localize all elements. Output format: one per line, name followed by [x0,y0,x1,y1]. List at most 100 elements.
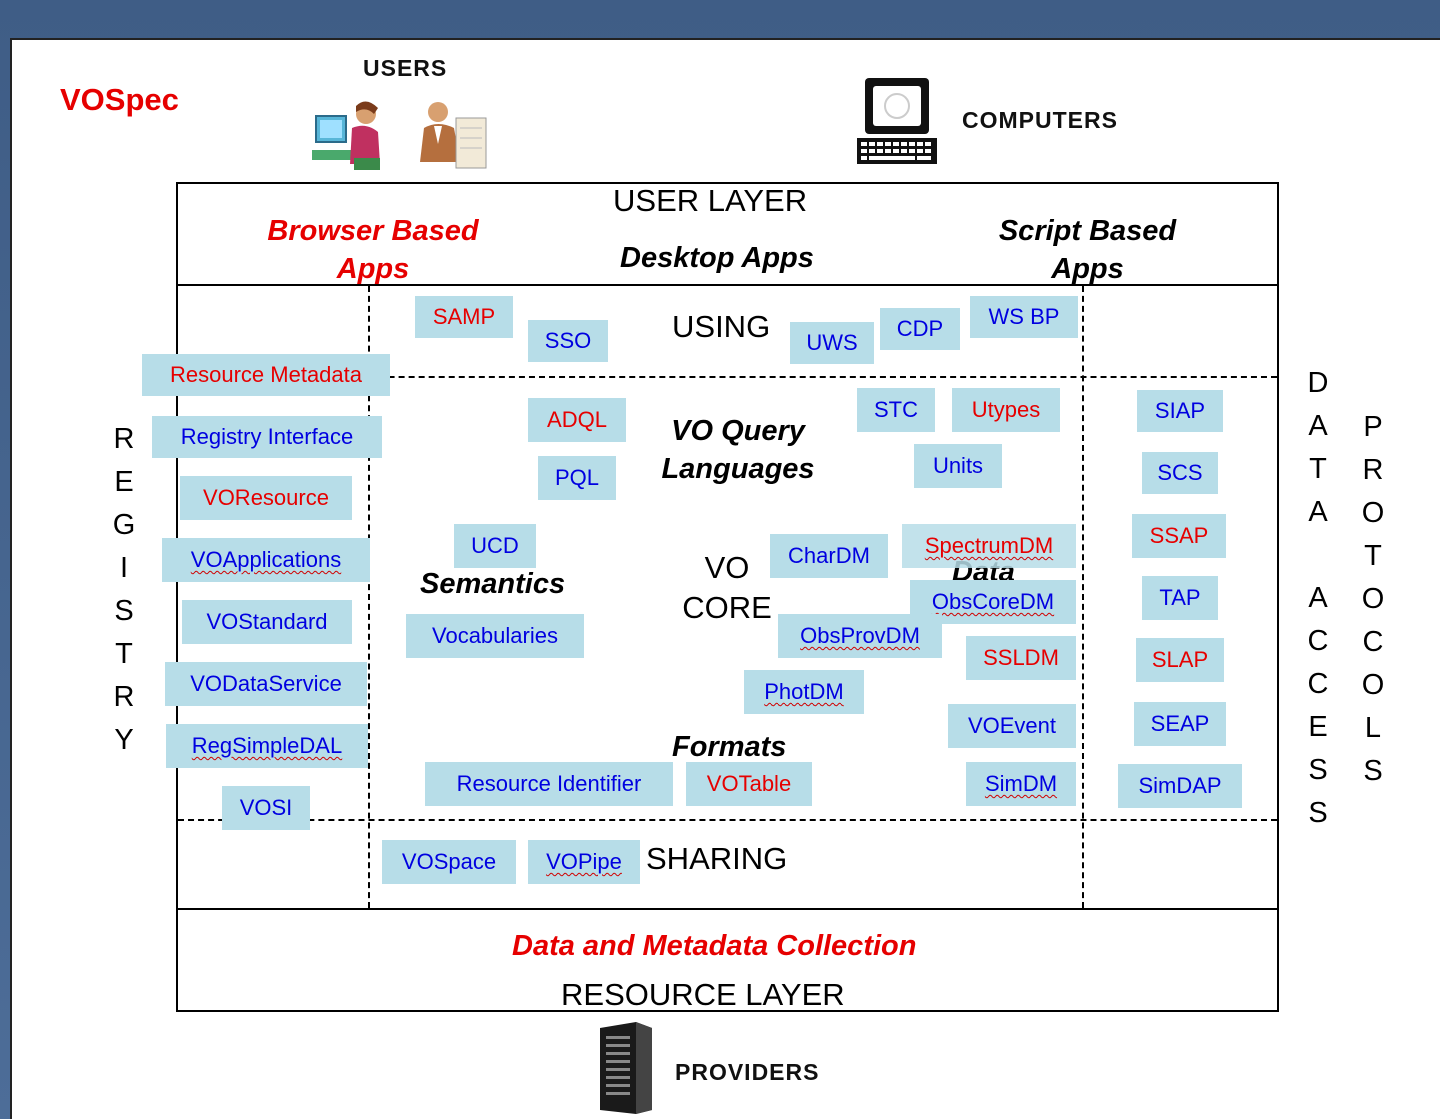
chip-photdm: PhotDM [744,670,864,714]
vertical-letter: E [1308,711,1328,743]
frame-right [1277,182,1279,1012]
desktop-apps: Desktop Apps [620,242,814,274]
chip-slap: SLAP [1136,638,1224,682]
chip-chardm: CharDM [770,534,888,578]
chip-resource-identifier: Resource Identifier [425,762,673,806]
zone-formats: Formats [672,731,787,763]
vertical-letter: I [119,552,129,584]
vertical-letter: O [1361,669,1385,701]
dashed-vertical-right [1082,286,1084,908]
vertical-letter: S [1308,797,1328,829]
chip-ws-bp: WS BP [970,296,1078,338]
user-reading-icon [420,102,487,169]
vertical-letter: D [1307,367,1329,399]
vertical-letter: A [1308,496,1328,528]
computers-label: COMPUTERS [962,107,1118,133]
user-layer-title: USER LAYER [613,183,808,218]
chip-units: Units [914,444,1002,488]
zone-sharing: SHARING [646,841,788,876]
chip-cdp: CDP [880,308,960,350]
chip-ssap: SSAP [1132,514,1226,558]
dashed-horizontal-bottom [178,819,1277,821]
vertical-letter: E [114,466,134,498]
chip-utypes: Utypes [952,388,1060,432]
chip-voresource: VOResource [180,476,352,520]
diagram-title: VOSpec [60,82,179,117]
user-with-computer-icon [312,101,380,170]
vertical-letter: P [1363,411,1383,443]
browser-based-apps: Browser Based Apps [267,215,479,285]
data-metadata-collection: Data and Metadata Collection [512,930,917,962]
vertical-letter: Y [114,724,134,756]
chip-tap: TAP [1142,576,1218,620]
vertical-letter: L [1364,712,1382,744]
zone-vo-core: VO CORE [682,550,772,625]
vertical-letter: C [1307,625,1329,657]
chip-vopipe: VOPipe [528,840,640,884]
chip-voapplications: VOApplications [162,538,370,582]
dashed-vertical-left [368,286,370,908]
vertical-letter: O [1361,497,1385,529]
dashed-horizontal-top [178,376,1277,378]
chip-regsimpledal: RegSimpleDAL [166,724,368,768]
chip-seap: SEAP [1134,702,1226,746]
chip-vodataservice: VODataService [165,662,367,706]
resource-layer-divider [176,908,1279,910]
chip-vospace: VOSpace [382,840,516,884]
vertical-letter: C [1362,626,1384,658]
vertical-letter: R [1362,454,1384,486]
vertical-letter: T [115,638,133,670]
zone-using: USING [672,309,771,344]
frame-bottom [176,1010,1279,1012]
chip-pql: PQL [538,456,616,500]
vertical-letter: R [113,681,135,713]
script-based-apps: Script Based Apps [998,215,1177,285]
chip-simdap: SimDAP [1118,764,1242,808]
chip-ssldm: SSLDM [966,636,1076,680]
vertical-letter [1314,534,1322,577]
vertical-letter: T [1309,453,1327,485]
chip-adql: ADQL [528,398,626,442]
zone-semantics: Semantics [420,568,566,600]
chip-ucd: UCD [454,524,536,568]
vertical-letter: S [1308,754,1328,786]
chip-simdm: SimDM [966,762,1076,806]
chip-sso: SSO [528,320,608,362]
computer-terminal-icon [857,78,937,164]
chip-vocabularies: Vocabularies [406,614,584,658]
chip-resource-metadata: Resource Metadata [142,354,390,396]
vertical-letter: S [114,595,134,627]
vertical-letter: O [1361,583,1385,615]
chip-uws: UWS [790,322,874,364]
vertical-letter: A [1308,582,1328,614]
vertical-letter: S [1363,755,1383,787]
chip-siap: SIAP [1137,390,1223,432]
server-rack-icon [600,1022,652,1114]
frame-top [176,182,1279,184]
providers-label: PROVIDERS [675,1059,820,1085]
users-label: USERS [363,55,448,81]
chip-vosi: VOSI [222,786,310,830]
resource-layer-title: RESOURCE LAYER [561,977,845,1012]
chip-registry-interface: Registry Interface [152,416,382,458]
chip-votable: VOTable [686,762,812,806]
user-layer-divider [176,284,1279,286]
chip-scs: SCS [1142,452,1218,494]
chip-spectrumdm: SpectrumDM [902,524,1076,568]
chip-voevent: VOEvent [948,704,1076,748]
zone-vo-query-languages: VO Query Languages [661,415,815,485]
chip-stc: STC [857,388,935,432]
vertical-letter: A [1308,410,1328,442]
chip-samp: SAMP [415,296,513,338]
vertical-letter: T [1364,540,1382,572]
chip-vostandard: VOStandard [182,600,352,644]
chip-obsprovdm: ObsProvDM [778,614,942,658]
vertical-letter: G [112,509,136,541]
vertical-letter: C [1307,668,1329,700]
vertical-letter: R [113,423,135,455]
frame-left [176,182,178,1012]
